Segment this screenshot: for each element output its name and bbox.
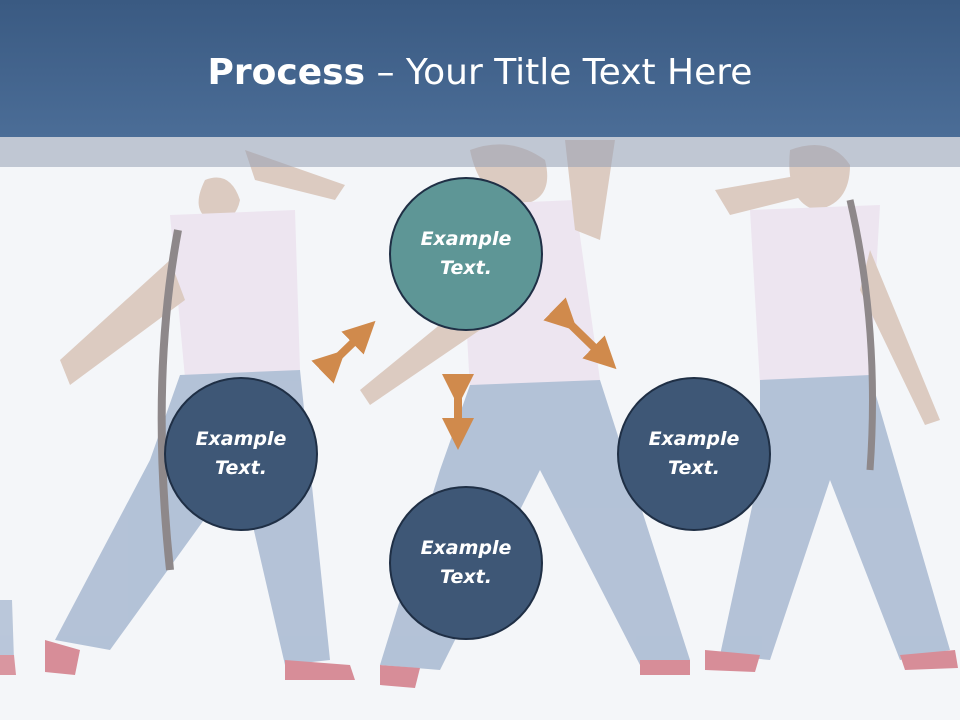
slide-title: Process – Your Title Text Here xyxy=(0,52,960,93)
node-left-line2: Text. xyxy=(215,457,267,479)
node-bottom-line2: Text. xyxy=(440,566,492,588)
title-bar-shadow-strip xyxy=(0,137,960,167)
node-left-text: Example Text. xyxy=(181,425,301,483)
node-top-line1: Example xyxy=(420,228,512,250)
node-top-text: Example Text. xyxy=(406,225,526,283)
process-node-bottom[interactable]: Example Text. xyxy=(389,486,543,640)
node-bottom-line1: Example xyxy=(420,537,512,559)
dancer-figure-right xyxy=(705,145,958,672)
arrow-top-left xyxy=(311,320,376,384)
node-right-line1: Example xyxy=(648,428,740,450)
node-left-line1: Example xyxy=(195,428,287,450)
node-top-line2: Text. xyxy=(440,257,492,279)
dancer-figure-edge xyxy=(0,600,16,675)
title-bar xyxy=(0,0,960,137)
process-node-top[interactable]: Example Text. xyxy=(389,177,543,331)
node-right-line2: Text. xyxy=(668,457,720,479)
title-rest: – Your Title Text Here xyxy=(365,52,753,93)
process-node-left[interactable]: Example Text. xyxy=(164,377,318,531)
node-bottom-text: Example Text. xyxy=(406,534,526,592)
process-node-right[interactable]: Example Text. xyxy=(617,377,771,531)
title-bold: Process xyxy=(207,52,366,93)
arrow-top-right xyxy=(543,297,617,370)
node-right-text: Example Text. xyxy=(634,425,754,483)
